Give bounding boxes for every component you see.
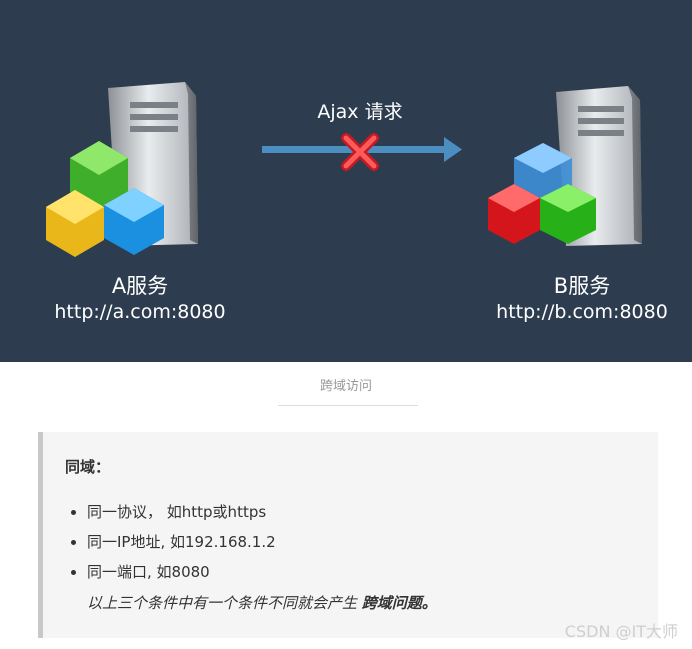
list-item-text: 同一协议， 如http或https bbox=[87, 503, 267, 521]
diagram-graphics bbox=[46, 82, 642, 257]
service-a-name: A服务 bbox=[111, 274, 169, 298]
note-text: 以上三个条件中有一个条件不同就会产生 bbox=[87, 594, 358, 612]
quote-title: 同域： bbox=[65, 458, 111, 476]
service-b-url: http://b.com:8080 bbox=[496, 301, 668, 323]
list-item: 同一IP地址, 如192.168.1.2 bbox=[65, 532, 276, 562]
condition-list: 同一协议， 如http或https 同一IP地址, 如192.168.1.2 同… bbox=[65, 502, 276, 592]
cubes-b-icon bbox=[488, 143, 596, 244]
list-item-text: 同一IP地址, 如192.168.1.2 bbox=[87, 533, 276, 551]
bullet-icon bbox=[71, 510, 76, 515]
blockquote: 同域： 同一协议， 如http或https 同一IP地址, 如192.168.1… bbox=[38, 432, 658, 638]
image-caption: 跨域访问 bbox=[319, 379, 372, 394]
caption-divider bbox=[278, 405, 418, 406]
list-item: 同一协议， 如http或https bbox=[65, 502, 276, 532]
bullet-icon bbox=[71, 540, 76, 545]
quote-note: 以上三个条件中有一个条件不同就会产生 跨域问题。 bbox=[87, 592, 437, 613]
list-item: 同一端口, 如8080 bbox=[65, 562, 276, 592]
bullet-icon bbox=[71, 570, 76, 575]
watermark: CSDN @IT大师 bbox=[564, 622, 678, 641]
service-a-url: http://a.com:8080 bbox=[54, 301, 226, 323]
note-emphasis: 跨域问题。 bbox=[361, 594, 437, 612]
cubes-a-icon bbox=[46, 141, 164, 257]
blocked-cross-icon bbox=[341, 133, 379, 171]
list-item-text: 同一端口, 如8080 bbox=[87, 563, 210, 581]
arrow-label: Ajax 请求 bbox=[317, 101, 403, 123]
diagram: Ajax 请求 A服务 http://a.com:8080 B服务 http:/… bbox=[0, 0, 692, 362]
service-b-name: B服务 bbox=[553, 274, 611, 298]
